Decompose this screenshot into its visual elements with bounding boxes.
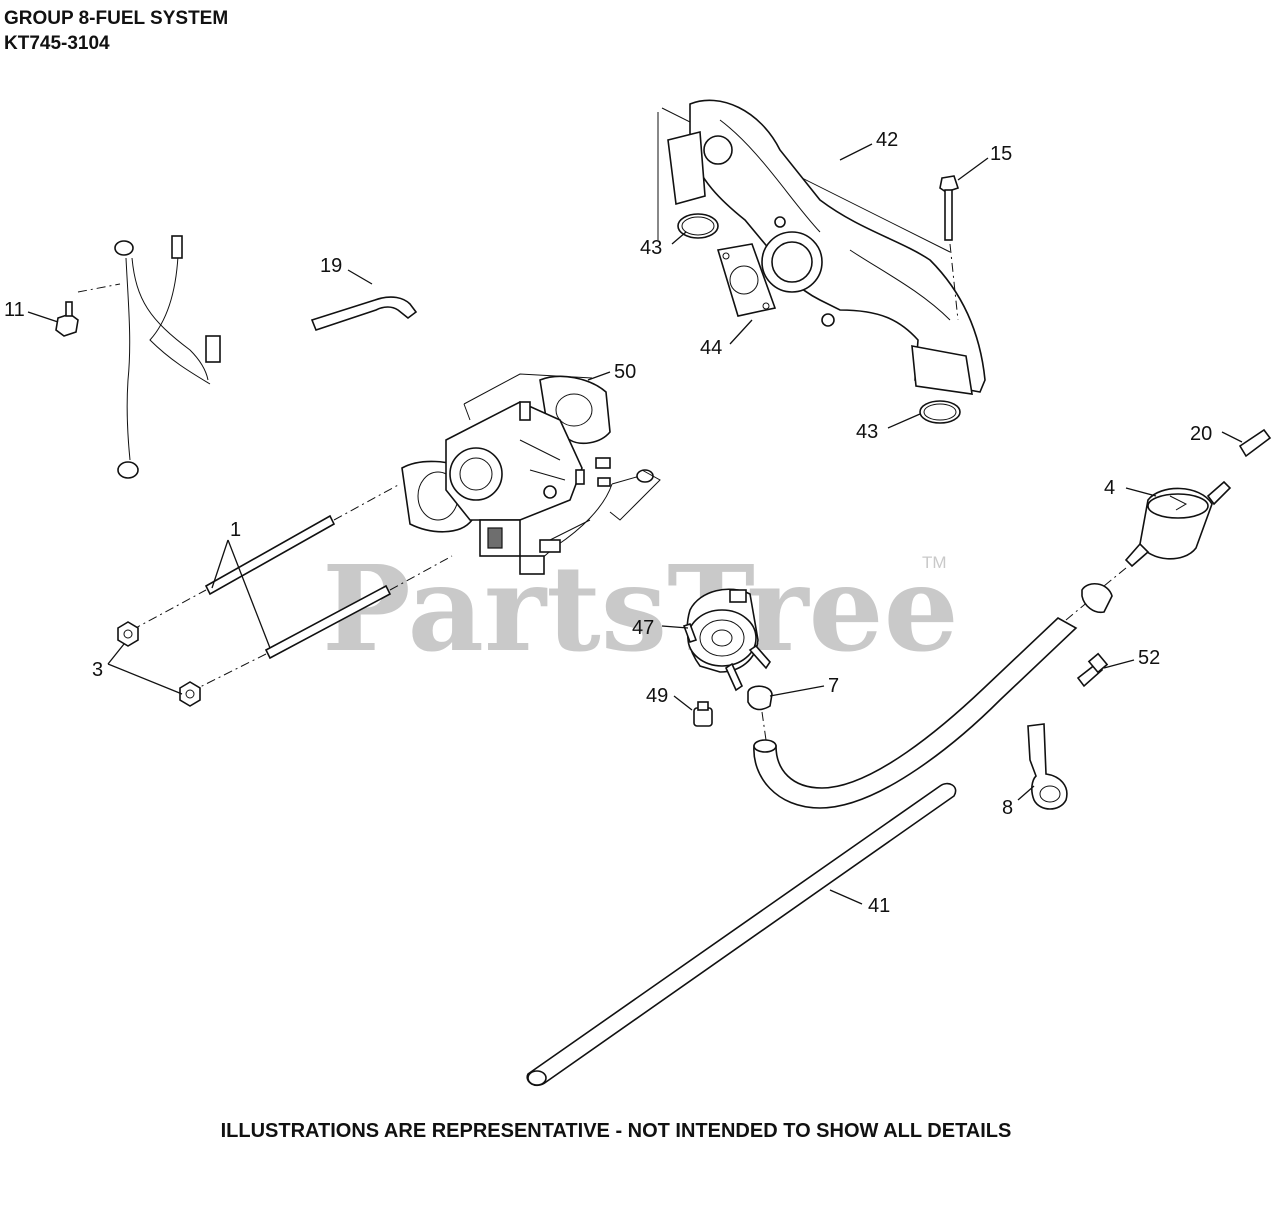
part-15-bolt[interactable]: [939, 175, 960, 321]
part-43-gasket-upper[interactable]: [677, 213, 719, 239]
callout-4[interactable]: 4: [1104, 477, 1115, 499]
callout-11[interactable]: 11: [4, 299, 25, 321]
callout-20[interactable]: 20: [1190, 423, 1212, 445]
trademark-mark: TM: [922, 553, 947, 572]
callout-52[interactable]: 52: [1138, 647, 1160, 669]
callout-7[interactable]: 7: [828, 675, 839, 697]
part-4-fuel-filter[interactable]: [1103, 480, 1232, 587]
part-41-fuel-line[interactable]: [526, 782, 957, 1087]
callout-15[interactable]: 15: [990, 143, 1012, 165]
part-1-stud-upper[interactable]: [204, 514, 336, 596]
callout-19[interactable]: 19: [320, 255, 342, 277]
part-11-screw[interactable]: [55, 301, 79, 337]
part-43-gasket-lower[interactable]: [919, 400, 961, 424]
part-52-fitting[interactable]: [1076, 652, 1109, 688]
callout-3[interactable]: 3: [92, 659, 103, 681]
callout-47[interactable]: 47: [632, 617, 654, 639]
callout-43-upper[interactable]: 43: [640, 237, 662, 259]
callout-8[interactable]: 8: [1002, 797, 1013, 819]
part-3-nut-lower[interactable]: [179, 681, 201, 707]
diagram-header: GROUP 8-FUEL SYSTEM KT745-3104: [4, 6, 228, 56]
part-19-hose[interactable]: [310, 296, 418, 331]
callout-42[interactable]: 42: [876, 129, 898, 151]
part-49-screw[interactable]: [693, 701, 713, 727]
disclaimer-footer: ILLUSTRATIONS ARE REPRESENTATIVE - NOT I…: [220, 1120, 1012, 1142]
part-42-intake-manifold[interactable]: [657, 99, 986, 395]
part-50-carburetor[interactable]: [401, 373, 661, 575]
model-number: KT745-3104: [4, 33, 110, 54]
callout-41[interactable]: 41: [868, 895, 890, 917]
group-title: GROUP 8-FUEL SYSTEM: [4, 8, 229, 29]
callout-44[interactable]: 44: [700, 337, 722, 359]
part-3-nut-upper[interactable]: [117, 621, 139, 647]
partstree-watermark: PartsTree: [322, 539, 959, 678]
callout-50[interactable]: 50: [614, 361, 636, 383]
part-11-ground-harness[interactable]: [77, 235, 221, 479]
part-8-clamp[interactable]: [1027, 723, 1068, 810]
part-7-hose-clamp[interactable]: [747, 685, 773, 741]
callout-49[interactable]: 49: [646, 685, 668, 707]
part-20-connector[interactable]: [1238, 428, 1272, 458]
callout-43-lower[interactable]: 43: [856, 421, 878, 443]
part-44-gasket[interactable]: [716, 243, 777, 317]
callout-1[interactable]: 1: [230, 519, 241, 541]
hose-clamp-upper[interactable]: [1081, 583, 1113, 614]
part-1-stud-lower[interactable]: [264, 584, 392, 660]
